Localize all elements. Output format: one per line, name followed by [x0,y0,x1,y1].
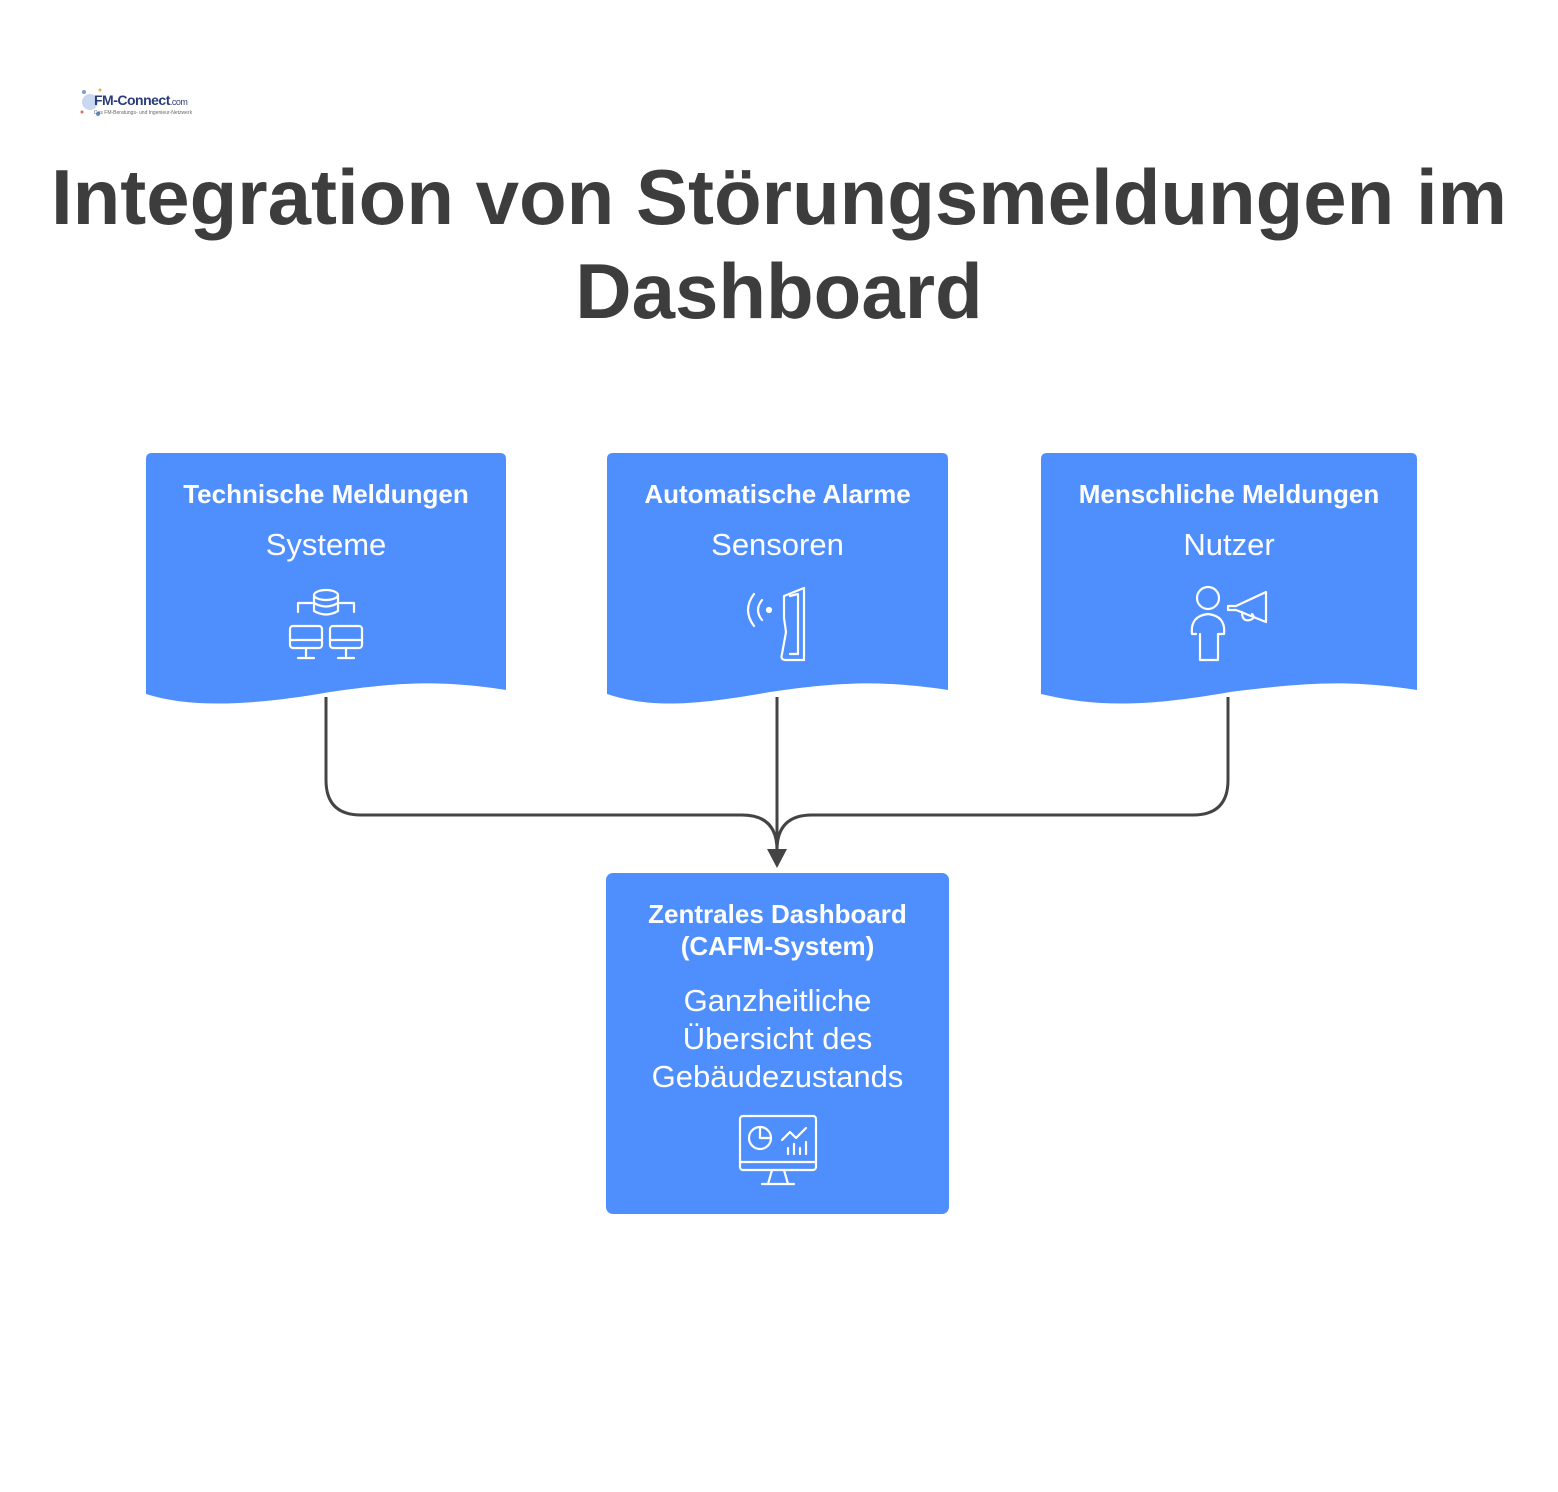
connector-menschliche [775,697,1230,851]
box-technische-meldungen [146,453,506,704]
person-megaphone-icon [1190,585,1268,662]
page-title: Integration von Störungsmeldungen im Das… [50,153,1508,335]
sensor-signal-icon [746,586,806,662]
node-subtitle-line1: Ganzheitliche [683,983,872,1018]
database-network-icon [288,588,364,660]
node-zentrales-dashboard: Zentrales Dashboard (CAFM-System) Ganzhe… [606,898,949,1096]
node-title: Menschliche Meldungen [1078,479,1380,509]
node-subtitle-line2: Übersicht des [682,1021,873,1056]
node-subtitle: Nutzer [1183,527,1275,562]
box-menschliche-meldungen [1041,453,1417,704]
logo: FM-Connect.com Das FM-Beratungs- und Ing… [78,80,192,130]
logo-brand: FM-Connect.com [94,92,188,108]
logo-tagline: Das FM-Beratungs- und Ingenieur-Netzwerk [94,110,193,116]
box-zentrales-dashboard [606,873,949,1214]
node-technische-meldungen: Technische Meldungen Systeme [146,478,506,564]
node-menschliche-meldungen: Menschliche Meldungen Nutzer [1041,478,1417,564]
node-title: Technische Meldungen [183,479,469,509]
node-subtitle: Sensoren [711,527,844,562]
node-subtitle: Systeme [265,527,387,562]
node-subtitle-line3: Gebäudezustands [651,1059,904,1094]
connector-technische [324,697,779,851]
arrowhead [767,849,787,868]
node-automatische-alarme: Automatische Alarme Sensoren [607,478,948,564]
node-title: Automatische Alarme [644,479,911,509]
node-title-line2: (CAFM-System) [680,931,875,961]
node-title-line1: Zentrales Dashboard [648,899,907,929]
logo-sparkle-icon [80,88,102,116]
monitor-dashboard-icon [738,1114,818,1186]
box-automatische-alarme [607,453,948,704]
